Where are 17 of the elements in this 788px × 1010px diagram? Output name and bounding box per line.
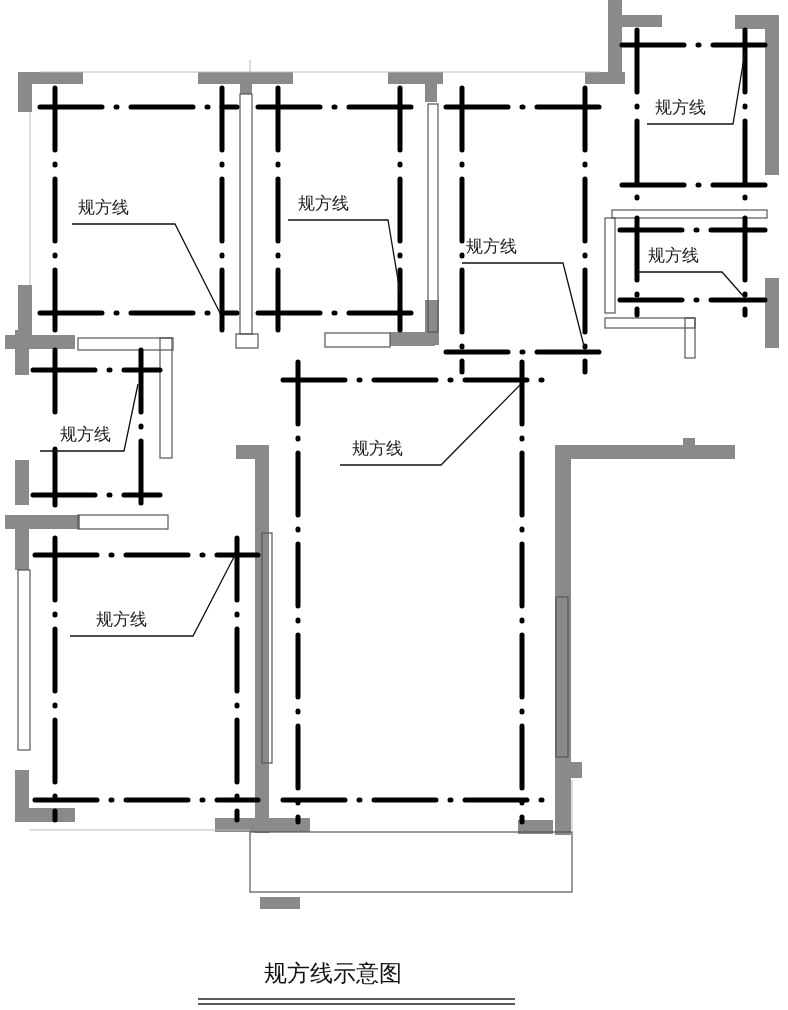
label-text: 规方线 — [340, 437, 441, 465]
leader-line — [646, 51, 746, 125]
leader-line — [637, 271, 746, 299]
leader-line — [287, 219, 401, 293]
leader-line — [39, 383, 139, 452]
label-text: 规方线 — [70, 608, 193, 636]
label-text: 规方线 — [462, 235, 563, 263]
label-text: 规方线 — [40, 423, 124, 451]
leader-line — [71, 223, 221, 314]
label-text: 规方线 — [288, 192, 388, 220]
leader-line — [461, 262, 586, 351]
label-text: 规方线 — [647, 96, 733, 124]
diagram-title: 规方线示意图 — [264, 959, 402, 988]
leader-line — [69, 554, 236, 637]
leader-line — [339, 382, 523, 466]
label-text: 规方线 — [638, 244, 722, 272]
label-text: 规方线 — [72, 196, 175, 224]
